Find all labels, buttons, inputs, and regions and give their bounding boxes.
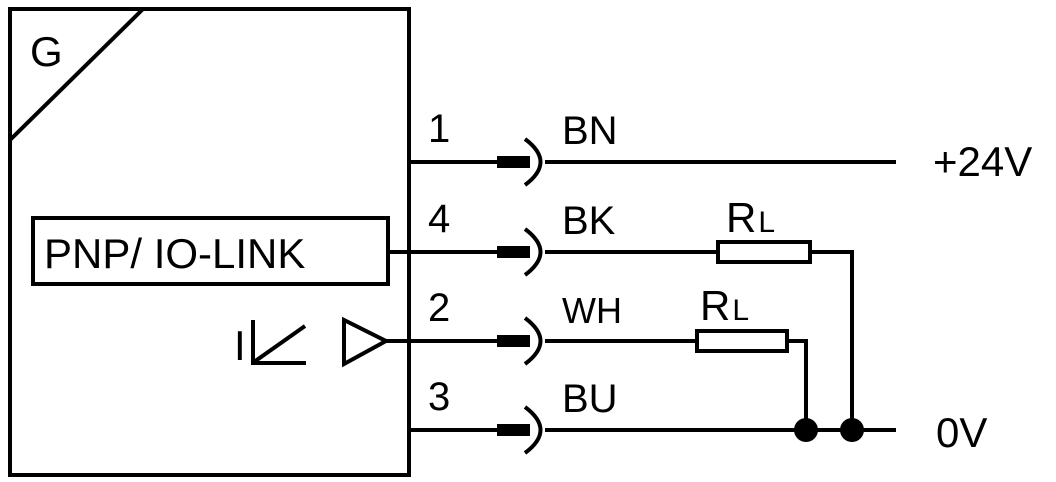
pin-number-3: 3 xyxy=(428,375,450,419)
load-label-subscript: L xyxy=(758,206,775,239)
load-label-subscript: L xyxy=(732,294,749,327)
wire-color-wh: WH xyxy=(562,290,622,331)
output-type-label: PNP/ IO-LINK xyxy=(44,230,305,277)
wire-color-bn: BN xyxy=(562,109,618,153)
ramp-slope xyxy=(252,324,307,364)
analog-current-label: I xyxy=(234,322,246,369)
wires-group: 1 BN 4 BK RL 2 WH RL 3 BU xyxy=(409,107,896,455)
pin-number-1: 1 xyxy=(428,107,450,151)
connector-socket-icon xyxy=(523,405,543,455)
load-resistor-icon xyxy=(695,329,789,353)
analog-output-icon: I xyxy=(234,316,409,369)
wire-color-bu: BU xyxy=(562,377,618,421)
load-label: RL xyxy=(700,282,749,329)
connector-plug-icon xyxy=(497,246,530,258)
load-return-wire xyxy=(810,250,854,430)
connector-socket-icon xyxy=(523,137,543,187)
load-resistor-icon xyxy=(716,240,812,264)
connector-plug-icon xyxy=(497,335,530,347)
device-corner-divider xyxy=(8,7,145,142)
pin-number-4: 4 xyxy=(428,197,450,241)
load-return-wire xyxy=(787,339,808,430)
connector-socket-icon xyxy=(523,316,543,366)
supply-positive-label: +24V xyxy=(933,138,1032,185)
ramp-axis xyxy=(251,320,306,365)
amplifier-triangle-icon xyxy=(342,316,391,368)
device-body xyxy=(8,7,411,477)
load-label: RL xyxy=(726,194,775,241)
connector-plug-icon xyxy=(497,156,530,168)
connector-socket-icon xyxy=(523,227,543,277)
pin-number-2: 2 xyxy=(428,286,450,330)
device-label: G xyxy=(30,28,63,75)
wire-color-bk: BK xyxy=(562,199,616,243)
connector-plug-icon xyxy=(497,424,530,436)
supply-ground-label: 0V xyxy=(936,409,987,456)
